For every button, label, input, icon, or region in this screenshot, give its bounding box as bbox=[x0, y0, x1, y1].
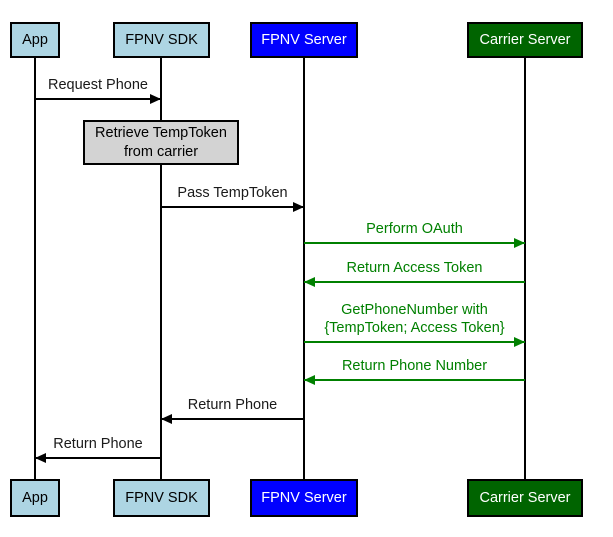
message-label: GetPhoneNumber with {TempToken; Access T… bbox=[324, 302, 505, 336]
participant-label: FPNV SDK bbox=[125, 31, 198, 48]
message-line bbox=[304, 242, 525, 244]
message-line bbox=[304, 379, 525, 381]
participant-header-app[interactable]: App bbox=[10, 22, 60, 58]
arrowhead-left-icon bbox=[35, 453, 46, 463]
lifeline-app bbox=[34, 58, 36, 479]
participant-label: Carrier Server bbox=[479, 31, 571, 48]
note-line-1: Retrieve TempToken bbox=[95, 125, 227, 142]
participant-header-carrier[interactable]: Carrier Server bbox=[467, 22, 583, 58]
message-label: Request Phone bbox=[48, 77, 148, 93]
message-line bbox=[35, 98, 161, 100]
lifeline-carrier bbox=[524, 58, 526, 479]
participant-header-sdk[interactable]: FPNV SDK bbox=[113, 22, 210, 58]
participant-footer-carrier[interactable]: Carrier Server bbox=[467, 479, 583, 517]
participant-header-fpnv[interactable]: FPNV Server bbox=[250, 22, 358, 58]
message-line bbox=[161, 418, 304, 420]
arrowhead-left-icon bbox=[161, 414, 172, 424]
arrowhead-left-icon bbox=[304, 375, 315, 385]
arrowhead-right-icon bbox=[514, 238, 525, 248]
message-label: Return Phone bbox=[53, 436, 143, 452]
participant-label: App bbox=[22, 31, 48, 48]
participant-label: FPNV Server bbox=[261, 489, 347, 506]
participant-label: FPNV Server bbox=[261, 31, 347, 48]
arrowhead-right-icon bbox=[150, 94, 161, 104]
participant-footer-app[interactable]: App bbox=[10, 479, 60, 517]
arrowhead-right-icon bbox=[293, 202, 304, 212]
arrowhead-right-icon bbox=[514, 337, 525, 347]
message-line bbox=[304, 281, 525, 283]
message-label: Pass TempToken bbox=[177, 185, 288, 201]
participant-label: App bbox=[22, 489, 48, 506]
note-line-2: from carrier bbox=[123, 143, 199, 160]
participant-footer-sdk[interactable]: FPNV SDK bbox=[113, 479, 210, 517]
participant-footer-fpnv[interactable]: FPNV Server bbox=[250, 479, 358, 517]
message-line bbox=[35, 457, 161, 459]
message-line bbox=[161, 206, 304, 208]
arrowhead-left-icon bbox=[304, 277, 315, 287]
message-label: Return Access Token bbox=[346, 260, 483, 276]
message-label: Return Phone bbox=[187, 397, 278, 413]
message-label: Perform OAuth bbox=[366, 221, 463, 237]
lifeline-sdk bbox=[160, 58, 162, 479]
participant-label: Carrier Server bbox=[479, 489, 571, 506]
participant-label: FPNV SDK bbox=[125, 489, 198, 506]
lifeline-fpnv bbox=[303, 58, 305, 479]
message-line bbox=[304, 341, 525, 343]
message-label: Return Phone Number bbox=[341, 358, 488, 374]
